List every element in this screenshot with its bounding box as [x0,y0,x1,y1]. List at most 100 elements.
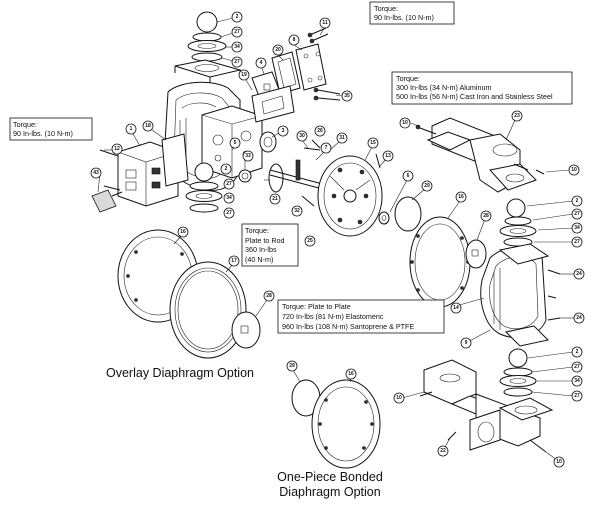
svg-text:28: 28 [266,293,272,299]
svg-text:27: 27 [574,211,580,217]
callout-bubble: 35 [341,90,353,102]
svg-text:960 In-lbs (108 N-m) Santopren: 960 In-lbs (108 N-m) Santoprene & PTFE [282,322,414,331]
svg-text:43: 43 [93,170,99,176]
callout-bubble: 9 [460,337,472,349]
callout-bubble: 29 [421,180,433,192]
svg-text:33: 33 [245,153,251,159]
callout-bubble: 27 [571,236,583,248]
svg-text:6: 6 [407,173,410,179]
svg-text:27: 27 [234,29,240,35]
svg-text:Plate to Rod: Plate to Rod [245,236,285,245]
svg-text:27: 27 [574,393,580,399]
upper-left-ball-seat-stack [174,11,242,84]
callout-bubble: 21 [269,193,281,205]
callout-bubble: 10 [553,456,565,468]
svg-text:24: 24 [576,315,582,321]
callout-bubble: 16 [345,368,357,380]
svg-text:300 In-lbs (34 N-m) Aluminum: 300 In-lbs (34 N-m) Aluminum [396,83,491,92]
svg-text:2: 2 [225,166,228,172]
callout-bubble: 27 [231,26,243,38]
callout-bubble: 12 [111,143,123,155]
callout-bubble: 2 [571,195,583,207]
svg-text:9: 9 [465,340,468,346]
svg-text:3: 3 [282,128,285,134]
svg-text:15: 15 [370,140,376,146]
svg-text:Torque: Plate to Plate: Torque: Plate to Plate [282,302,351,311]
callout-bubble: 23 [511,110,523,122]
callout-bubble: 27 [571,361,583,373]
svg-text:13: 13 [385,153,391,159]
svg-text:34: 34 [574,225,580,231]
caption-bonded-option-line1: One-Piece Bonded [277,470,383,484]
svg-text:14: 14 [453,305,459,311]
svg-text:34: 34 [234,44,240,50]
callout-bubble: 34 [231,41,243,53]
callout-bubble: 20 [272,44,284,56]
callout-bubble: 27 [223,178,235,190]
svg-text:20: 20 [275,47,281,53]
svg-text:5: 5 [234,140,237,146]
svg-text:Torque:: Torque: [374,4,398,13]
callout-bubbles: 2 27 34 27 11 8 20 4 35 19 3 1 18 12 43 … [90,11,585,468]
torque-note-left: Torque: 90 In-lbs. (10 N-m) [9,117,93,141]
callout-bubble: 27 [571,390,583,402]
callout-bubble: 30 [296,130,308,142]
callout-bubble: 17 [228,255,240,267]
callout-bubble: 13 [382,150,394,162]
callout-bubble: 16 [455,191,467,203]
callout-bubble: 22 [437,445,449,457]
callout-bubble: 11 [319,17,331,29]
svg-text:720 In-lbs (81 N-m) Elastomeri: 720 In-lbs (81 N-m) Elastomeric [282,312,384,321]
callout-bubble: 34 [571,222,583,234]
callout-bubble: 8 [288,34,300,46]
svg-text:10: 10 [556,459,562,465]
svg-text:10: 10 [402,120,408,126]
callout-bubble: 27 [231,56,243,68]
svg-text:8: 8 [293,37,296,43]
svg-text:7: 7 [325,145,328,151]
callout-bubble: 2 [571,346,583,358]
svg-text:Torque:: Torque: [13,120,37,129]
svg-text:18: 18 [145,123,151,129]
svg-text:32: 32 [294,208,300,214]
middle-left-ball-seat-stack [185,162,223,213]
lower-right-ball-seat-stack [499,348,537,397]
svg-text:90 In-lbs. (10 N-m): 90 In-lbs. (10 N-m) [374,13,434,22]
callout-bubble: 15 [367,137,379,149]
callout-bubble: 16 [177,226,189,238]
svg-text:1: 1 [130,126,133,132]
svg-text:17: 17 [231,258,237,264]
svg-text:2: 2 [576,198,579,204]
callout-bubble: 4 [255,57,267,69]
callout-bubble: 3 [277,125,289,137]
svg-text:27: 27 [574,239,580,245]
svg-text:Torque:: Torque: [396,74,420,83]
top-manifold [415,117,545,193]
torque-note-top: Torque: 90 In-lbs. (10 N-m) [369,1,455,25]
callout-bubble: 31 [336,132,348,144]
svg-text:19: 19 [241,72,247,78]
svg-text:26: 26 [317,128,323,134]
svg-text:31: 31 [339,135,345,141]
svg-text:25: 25 [307,238,313,244]
callout-bubble: 43 [90,167,102,179]
bonded-diaphragm-option [291,379,381,469]
svg-text:12: 12 [114,146,120,152]
callout-bubble: 5 [229,137,241,149]
callout-bubble: 32 [291,205,303,217]
svg-text:27: 27 [574,364,580,370]
callout-bubble: 14 [450,302,462,314]
callout-bubble: 10 [568,164,580,176]
callout-bubble: 28 [263,290,275,302]
svg-text:22: 22 [440,448,446,454]
svg-text:16: 16 [348,371,354,377]
svg-text:11: 11 [322,20,328,26]
air-valve-assembly [91,133,189,213]
callout-bubble: 27 [571,208,583,220]
callout-bubble: 7 [320,142,332,154]
svg-text:10: 10 [571,167,577,173]
svg-text:34: 34 [226,195,232,201]
left-chamber-and-center-block [163,27,341,193]
torque-note-manifold: Torque: 300 In-lbs (34 N-m) Aluminum 500… [391,71,573,105]
right-chamber [480,243,561,347]
